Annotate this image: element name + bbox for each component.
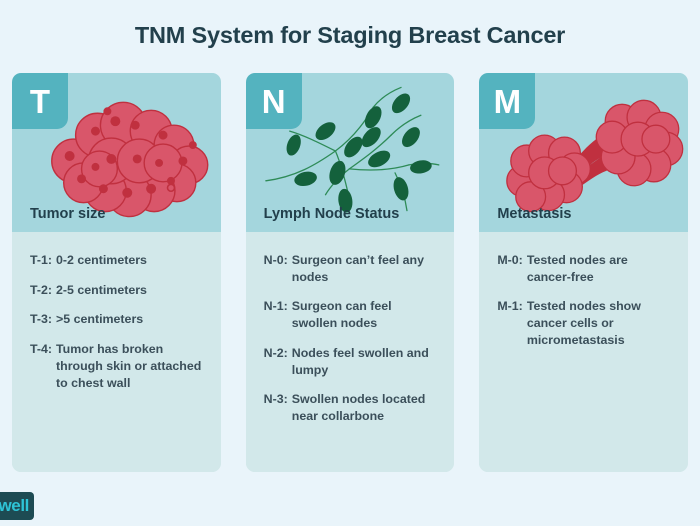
card-badge-letter: N bbox=[245, 73, 302, 129]
card-tumor-size: T bbox=[12, 73, 221, 472]
list-item-value: >5 centimeters bbox=[56, 312, 144, 327]
list-item: N-0: Surgeon can’t feel any nodes bbox=[264, 252, 439, 285]
list-item: N-3: Swollen nodes located near collarbo… bbox=[264, 391, 439, 424]
list-item-value: Tumor has broken through skin or attache… bbox=[56, 342, 202, 390]
tnm-card-list: T bbox=[12, 73, 689, 472]
list-item-key: T-2: bbox=[30, 282, 53, 297]
card-heading: Lymph Node Status bbox=[263, 206, 400, 222]
list-item: M-0: Tested nodes are cancer-free bbox=[497, 252, 672, 285]
card-tumor-illustration-area: T bbox=[12, 73, 221, 232]
card-metastasis: M bbox=[479, 73, 689, 472]
list-item-key: T-4: bbox=[30, 342, 53, 357]
card-lymph-illustration-area: N bbox=[245, 73, 455, 232]
list-item-key: M-1: bbox=[497, 299, 523, 314]
card-lymph-node-status: N bbox=[245, 73, 455, 472]
list-item-key: N-0: bbox=[263, 253, 288, 267]
list-item-key: T-3: bbox=[30, 312, 53, 327]
list-item: M-1: Tested nodes show cancer cells or m… bbox=[497, 298, 672, 348]
list-item: N-1: Surgeon can feel swollen nodes bbox=[264, 298, 439, 331]
card-metastasis-items: M-0: Tested nodes are cancer-free M-1: T… bbox=[479, 232, 689, 472]
list-item-key: T-1: bbox=[30, 253, 53, 267]
list-item-value: Nodes feel swollen and lumpy bbox=[291, 345, 429, 377]
list-item: T-4: Tumor has broken through skin or at… bbox=[30, 341, 205, 391]
card-heading: Metastasis bbox=[497, 206, 572, 222]
list-item-value: Tested nodes show cancer cells or microm… bbox=[526, 299, 641, 347]
list-item-value: 2-5 centimeters bbox=[56, 282, 147, 297]
list-item-value: Surgeon can feel swollen nodes bbox=[291, 299, 392, 331]
list-item-value: Tested nodes are cancer-free bbox=[526, 253, 628, 284]
list-item-value: Surgeon can’t feel any nodes bbox=[291, 253, 424, 284]
list-item-key: M-0: bbox=[497, 253, 523, 267]
card-badge-letter: M bbox=[479, 73, 536, 129]
card-lymph-items: N-0: Surgeon can’t feel any nodes N-1: S… bbox=[245, 232, 455, 472]
list-item-key: N-3: bbox=[263, 392, 288, 407]
list-item: T-3: >5 centimeters bbox=[30, 311, 205, 328]
card-heading: Tumor size bbox=[30, 206, 106, 222]
card-metastasis-illustration-area: M bbox=[479, 73, 689, 232]
list-item: T-2: 2-5 centimeters bbox=[30, 282, 205, 299]
page-title: TNM System for Staging Breast Cancer bbox=[134, 22, 566, 48]
list-item: N-2: Nodes feel swollen and lumpy bbox=[264, 345, 439, 378]
list-item-value: Swollen nodes located near collarbone bbox=[291, 392, 426, 424]
list-item-key: N-1: bbox=[263, 299, 288, 314]
list-item-key: N-2: bbox=[263, 345, 288, 360]
brand-logo: well bbox=[0, 492, 34, 520]
card-badge-letter: T bbox=[12, 73, 68, 129]
list-item: T-1: 0-2 centimeters bbox=[30, 252, 205, 269]
list-item-value: 0-2 centimeters bbox=[56, 253, 147, 267]
card-tumor-items: T-1: 0-2 centimeters T-2: 2-5 centimeter… bbox=[12, 232, 221, 472]
